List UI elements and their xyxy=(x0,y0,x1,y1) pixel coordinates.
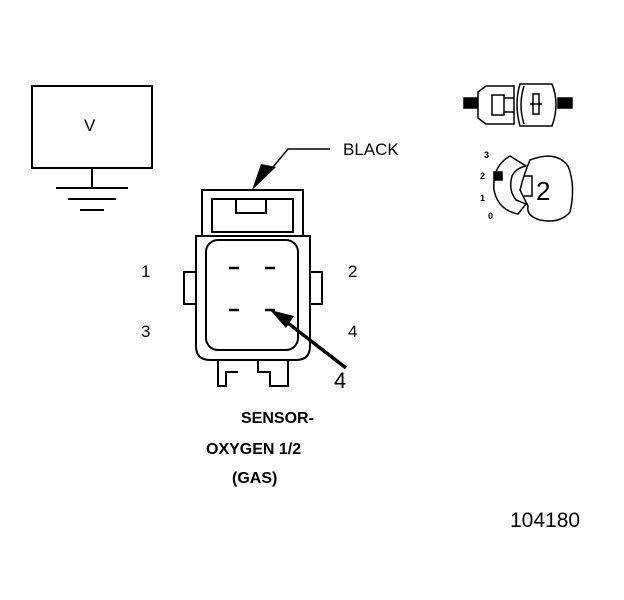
wire-color-label: BLACK xyxy=(343,140,399,159)
gauge-scale-0: 0 xyxy=(488,211,494,221)
gauge-scale-3: 3 xyxy=(484,150,490,160)
position-selector-icon xyxy=(493,155,574,222)
probe-arrow xyxy=(270,310,348,370)
gauge-selected-value: 2 xyxy=(536,176,551,206)
arrow-head-icon xyxy=(252,164,276,190)
connector-body xyxy=(183,189,323,387)
component-title-line-1: SENSOR- xyxy=(241,410,314,427)
connector-halves-icon xyxy=(463,83,573,127)
terminal-slots xyxy=(229,266,275,312)
pin-label-3: 3 xyxy=(141,322,151,341)
pin-label-2: 2 xyxy=(348,262,358,281)
component-title-line-2: OXYGEN 1/2 xyxy=(206,441,302,458)
pin-label-4: 4 xyxy=(348,322,358,341)
figure-number: 104180 xyxy=(510,509,581,532)
ground-icon xyxy=(56,187,128,211)
probe-pin-label: 4 xyxy=(334,368,347,393)
component-title-line-3: (GAS) xyxy=(232,470,278,487)
pin-label-1: 1 xyxy=(141,262,151,281)
black-wire-pointer xyxy=(252,148,330,190)
voltmeter-label: V xyxy=(84,116,96,135)
gauge-scale-2: 2 xyxy=(480,171,486,181)
gauge-scale-1: 1 xyxy=(480,193,486,203)
arrow-head-icon xyxy=(270,310,294,328)
voltmeter-symbol xyxy=(31,85,153,211)
